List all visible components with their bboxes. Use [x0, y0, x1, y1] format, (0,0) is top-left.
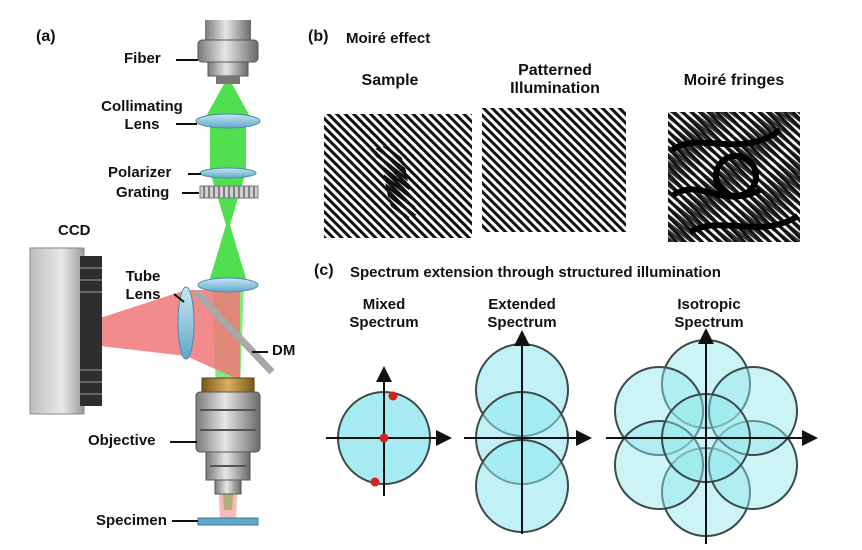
- spectrum-dot: [370, 477, 380, 487]
- tube-lens-label: Tube Lens: [125, 268, 161, 303]
- panel-a-tag: (a): [36, 28, 56, 45]
- spectrum-circle: [708, 366, 798, 456]
- panel-b-tag: (b): [308, 28, 329, 45]
- objective-lens-assembly: [195, 377, 261, 495]
- spectrum-dot: [388, 391, 398, 401]
- isotropic-spectrum-diagram: [606, 328, 818, 544]
- patterned-illumination-pattern: [482, 108, 626, 232]
- mixed-spectrum-diagram: [326, 366, 452, 496]
- objective-label: Objective: [88, 432, 156, 449]
- mixed-spectrum-caption: Mixed Spectrum: [349, 296, 419, 331]
- panel-c-tag: (c): [314, 262, 334, 279]
- sample-pattern: [324, 114, 472, 238]
- tube-lens: [177, 286, 195, 360]
- ccd-camera: [29, 247, 102, 415]
- fiber-label: Fiber: [124, 50, 161, 67]
- grating-optic: [199, 185, 259, 199]
- patterned-illumination-caption: Patterned Illumination: [510, 62, 600, 97]
- spectrum-circle: [614, 366, 704, 456]
- relay-lens: [197, 277, 259, 293]
- collimating-lens: [195, 113, 261, 129]
- panel-b-title: Moiré effect: [346, 30, 431, 47]
- panel-c-title: Spectrum extension through structured il…: [350, 264, 721, 281]
- isotropic-spectrum-caption: Isotropic Spectrum: [674, 296, 744, 331]
- extended-spectrum-diagram: [464, 330, 592, 534]
- spectrum-circle: [614, 420, 704, 510]
- label-leaders: [170, 59, 268, 522]
- fiber-connector: [197, 20, 259, 84]
- polarizer-label: Polarizer: [108, 164, 172, 181]
- specimen-label: Specimen: [96, 512, 167, 529]
- grating-label: Grating: [116, 184, 170, 201]
- sample-caption: Sample: [361, 72, 419, 89]
- dm-label: DM: [272, 342, 296, 359]
- extended-spectrum-caption: Extended Spectrum: [487, 296, 557, 331]
- spectrum-circle: [708, 420, 798, 510]
- ccd-label: CCD: [58, 222, 91, 239]
- spectrum-dot: [379, 433, 389, 443]
- collimating-lens-label: Collimating Lens: [101, 98, 183, 133]
- moire-fringes-caption: Moiré fringes: [683, 72, 785, 89]
- dichroic-mirror: [193, 289, 275, 375]
- moire-fringes-pattern: [668, 112, 800, 242]
